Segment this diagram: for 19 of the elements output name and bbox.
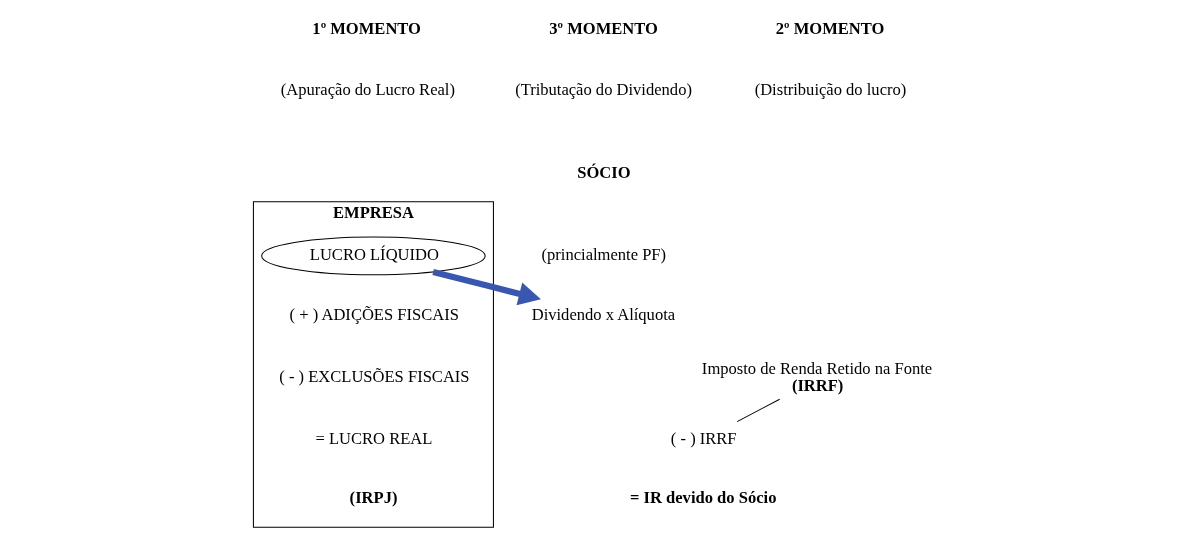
label: 3º MOMENTO: [549, 18, 658, 38]
node-ellipse: LUCRO LÍQUIDO: [261, 236, 486, 276]
label: (Apuração do Lucro Real): [280, 79, 455, 99]
label: (princialmente PF): [541, 244, 667, 264]
label: ( - ) EXCLUSÕES FISCAIS: [279, 367, 470, 387]
connector: [736, 398, 781, 423]
node-text: Imposto de Renda Retido na Fonte (IRRF): [701, 359, 933, 395]
label: SÓCIO: [577, 162, 631, 182]
arrow: [432, 269, 541, 306]
label: = LUCRO REAL: [315, 429, 433, 449]
label: (Distribuição do lucro): [754, 79, 907, 99]
label: 1º MOMENTO: [312, 18, 421, 38]
label: 2º MOMENTO: [775, 18, 885, 38]
label: ( + ) ADIÇÕES FISCAIS: [289, 305, 459, 325]
node-text: ( - ) IRRF: [670, 429, 737, 449]
label: (IRPJ): [349, 488, 398, 508]
label: (Tributação do Dividendo): [515, 79, 692, 99]
node-text: Dividendo x Alíquota: [531, 305, 676, 325]
label: = IR devido do Sócio: [629, 488, 777, 508]
